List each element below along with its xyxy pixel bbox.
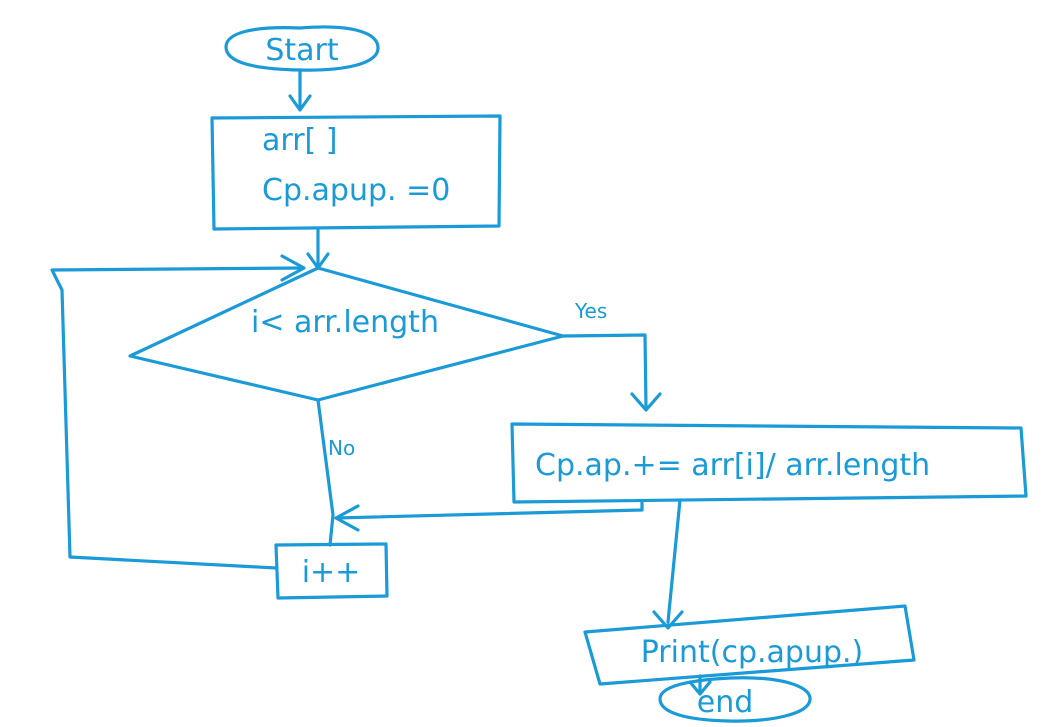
print-node: Print(cp.apup.) — [583, 604, 916, 686]
init-node: arr[ ] Cp.apup. =0 — [210, 114, 502, 231]
edge-loop — [50, 254, 306, 570]
edge-start-init — [288, 68, 312, 112]
init-line2-label: Cp.apup. =0 — [262, 173, 450, 208]
print-box — [583, 604, 916, 686]
process-node: Cp.ap.+= arr[i]/ arr.length — [510, 422, 1028, 504]
end-node: end — [658, 676, 812, 723]
init-box — [210, 114, 502, 231]
yes-label: Yes — [574, 299, 607, 323]
condition-node: i< arr.length — [128, 266, 565, 402]
edge-init-condition — [306, 226, 330, 270]
start-label: Start — [265, 33, 339, 68]
increment-label: i++ — [302, 555, 361, 590]
edge-no: No — [316, 398, 355, 547]
no-label: No — [328, 436, 355, 460]
start-node: Start — [224, 25, 380, 72]
edge-yes: Yes — [561, 299, 662, 412]
increment-node: i++ — [274, 542, 389, 600]
edge-process-merge — [334, 500, 644, 532]
condition-label: i< arr.length — [251, 305, 439, 340]
process-label: Cp.ap.+= arr[i]/ arr.length — [535, 448, 930, 483]
process-box — [510, 422, 1028, 504]
print-label: Print(cp.apup.) — [641, 635, 864, 670]
increment-box — [274, 542, 389, 600]
init-line1-label: arr[ ] — [262, 123, 337, 158]
edge-print-end — [688, 674, 712, 696]
edge-process-print — [652, 498, 684, 630]
end-oval — [658, 676, 812, 723]
end-label: end — [697, 685, 754, 720]
